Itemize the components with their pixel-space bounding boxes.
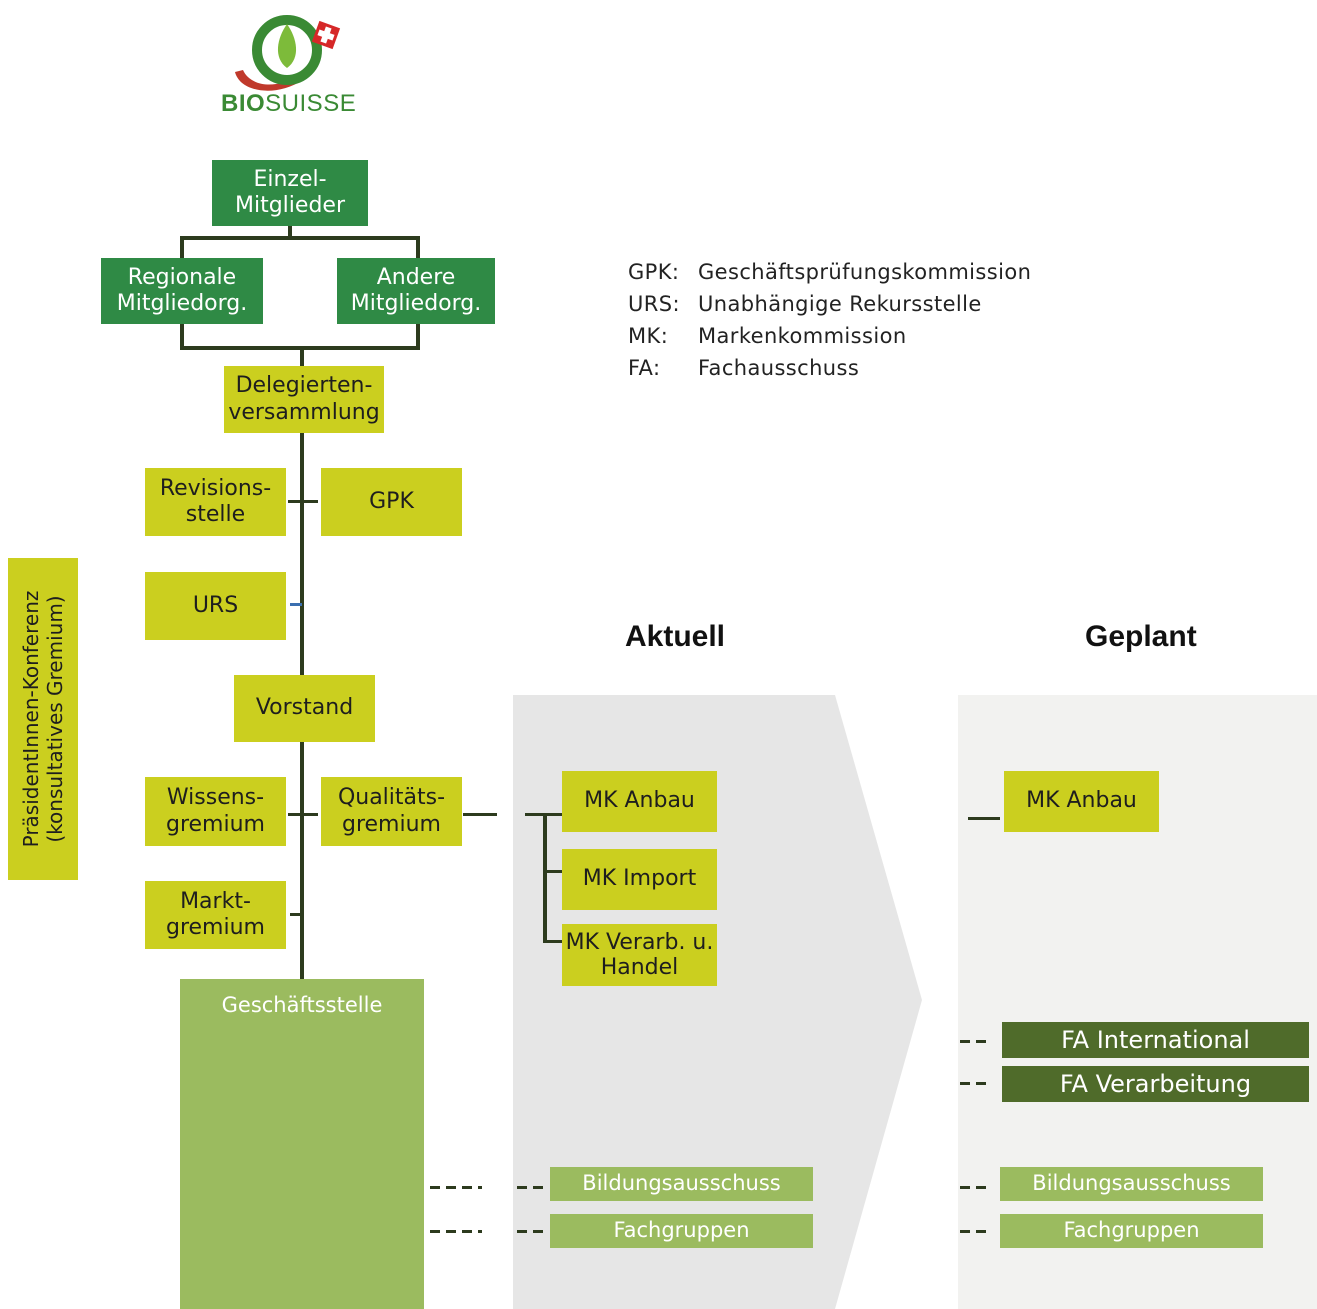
- connector: [288, 226, 292, 238]
- connector: [290, 913, 302, 916]
- connector: [543, 870, 563, 873]
- planned-bildungsausschuss: Bildungsausschuss: [1000, 1167, 1263, 1201]
- dashed-connector: [960, 1040, 988, 1043]
- connector: [416, 236, 420, 258]
- legend-row-gpk: GPK:Geschäftsprüfungskommission: [628, 260, 1032, 284]
- node-revisionsstelle: Revisions- stelle: [145, 468, 286, 536]
- spine: [300, 742, 304, 980]
- dashed-connector: [430, 1186, 482, 1189]
- connector: [180, 324, 184, 350]
- connector: [288, 813, 318, 816]
- current-mk-import: MK Import: [562, 849, 717, 910]
- planned-fa-international: FA International: [1002, 1022, 1309, 1058]
- heading-planned: Geplant: [1085, 620, 1197, 653]
- connector: [416, 324, 420, 350]
- logo-bud-icon: [235, 15, 341, 91]
- current-fachgruppen: Fachgruppen: [550, 1214, 813, 1248]
- logo-text-suisse: SUISSE: [265, 90, 357, 117]
- current-mk-verarb-handel: MK Verarb. u. Handel: [562, 924, 717, 986]
- connector: [463, 813, 497, 816]
- connector: [288, 500, 318, 503]
- spine: [300, 433, 304, 678]
- current-panel: [513, 695, 922, 1309]
- dashed-connector: [517, 1186, 545, 1189]
- node-regionale-mitgliedorg: Regionale Mitgliedorg.: [101, 258, 263, 324]
- node-gpk: GPK: [321, 468, 462, 536]
- connector-urs: [290, 603, 302, 606]
- geschaeftsstelle-label: Geschäftsstelle: [221, 993, 383, 1017]
- heading-current: Aktuell: [625, 620, 726, 653]
- connector: [300, 346, 304, 366]
- node-andere-mitgliedorg: Andere Mitgliedorg.: [337, 258, 495, 324]
- connector: [968, 817, 1000, 820]
- dashed-connector: [960, 1230, 988, 1233]
- node-delegiertenversammlung: Delegierten- versammlung: [224, 366, 384, 433]
- connector: [180, 236, 184, 258]
- node-einzel-mitglieder: Einzel- Mitglieder: [212, 160, 368, 226]
- node-praesidenten-konferenz: PräsidentInnen-Konferenz (konsultatives …: [8, 558, 78, 880]
- dashed-connector: [430, 1230, 482, 1233]
- connector: [543, 940, 563, 943]
- node-marktgremium: Markt- gremium: [145, 881, 286, 949]
- connector: [180, 236, 420, 240]
- legend-row-urs: URS:Unabhängige Rekursstelle: [628, 292, 982, 316]
- node-qualitaetsgremium: Qualitäts- gremium: [321, 777, 462, 846]
- current-mk-anbau: MK Anbau: [562, 771, 717, 832]
- node-wissensgremium: Wissens- gremium: [145, 777, 286, 846]
- logo-text-bio: BIO: [221, 90, 266, 117]
- legend-row-fa: FA:Fachausschuss: [628, 356, 860, 380]
- planned-mk-anbau: MK Anbau: [1004, 771, 1159, 832]
- connector: [543, 813, 547, 943]
- dashed-connector: [960, 1082, 988, 1085]
- node-vorstand: Vorstand: [234, 675, 375, 742]
- dashed-connector: [517, 1230, 545, 1233]
- dashed-connector: [960, 1186, 988, 1189]
- node-urs: URS: [145, 572, 286, 640]
- bio-suisse-logo: BIOSUISSE: [215, 10, 365, 120]
- legend-row-mk: MK:Markenkommission: [628, 324, 907, 348]
- current-bildungsausschuss: Bildungsausschuss: [550, 1167, 813, 1201]
- legend: GPK:Geschäftsprüfungskommission URS:Unab…: [628, 256, 1031, 384]
- praesidenten-label: PräsidentInnen-Konferenz (konsultatives …: [19, 590, 67, 848]
- planned-fachgruppen: Fachgruppen: [1000, 1214, 1263, 1248]
- planned-fa-verarbeitung: FA Verarbeitung: [1002, 1066, 1309, 1102]
- node-geschaeftsstelle: Geschäftsstelle: [180, 979, 424, 1309]
